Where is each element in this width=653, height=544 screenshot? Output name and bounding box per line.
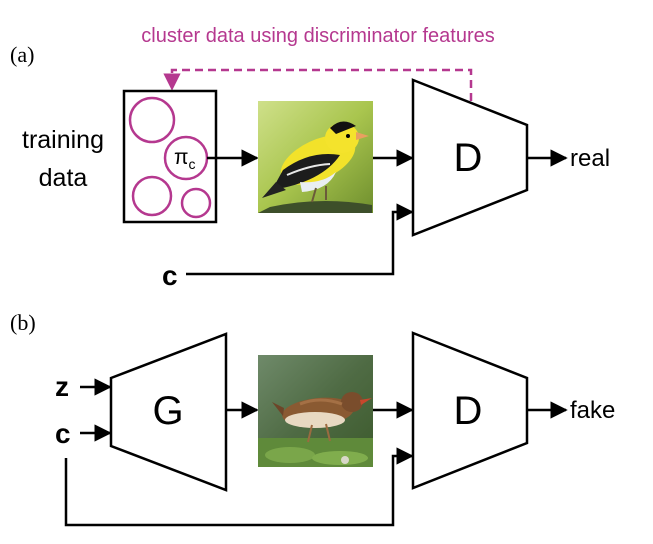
output-real-label: real	[570, 145, 610, 172]
generated-bird-image	[258, 355, 373, 467]
pi-c-label: πc	[174, 146, 196, 172]
discriminator-a-label: D	[454, 136, 483, 180]
cluster-feedback-arrow	[163, 68, 473, 101]
discriminator-a	[411, 78, 529, 237]
panel-b-label: (b)	[10, 310, 36, 335]
output-fake-label: fake	[570, 397, 615, 424]
discriminator-b-label: D	[454, 389, 483, 433]
training-data-label-line2: data	[39, 164, 88, 192]
cluster-circle-bottom-left	[131, 175, 173, 217]
condition-c-label-b: c	[55, 418, 71, 449]
arrow-c-to-d-a	[186, 203, 414, 276]
cluster-caption: cluster data using discriminator feature…	[141, 25, 495, 47]
pi-subscript: c	[189, 156, 196, 172]
generator-label: G	[152, 389, 183, 433]
arrow-c-to-d-b	[64, 447, 414, 527]
noise-z-label: z	[55, 371, 69, 402]
training-data-label-line1: training	[22, 126, 104, 154]
real-bird-image	[258, 101, 373, 213]
panel-a-label: (a)	[10, 42, 34, 67]
cluster-circle-small	[180, 187, 212, 219]
discriminator-b	[411, 331, 529, 490]
cluster-circle-large	[128, 96, 176, 144]
pi-symbol: π	[174, 146, 189, 169]
condition-c-label-a: c	[162, 260, 178, 291]
generator	[109, 332, 228, 492]
